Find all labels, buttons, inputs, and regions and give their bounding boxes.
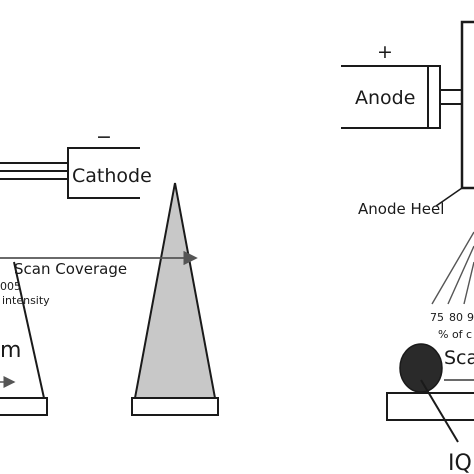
fan-line-9x — [463, 261, 474, 305]
fan-line-75 — [431, 231, 474, 305]
scale-value-80: 80 — [449, 311, 463, 324]
iq-phantom-ball — [399, 343, 443, 393]
partial-m-label: m — [0, 338, 21, 363]
anode-heel-leader — [435, 187, 463, 207]
percent-label: % of c — [438, 328, 472, 341]
cathode-bracket — [67, 147, 140, 199]
anode-sign: + — [377, 41, 393, 63]
cathode-label: Cathode — [72, 165, 152, 187]
fan-line-80 — [447, 245, 474, 305]
anode-heel-label: Anode Heel — [358, 200, 444, 218]
iq-leader — [420, 379, 459, 443]
scan-partial-label: Sca — [444, 347, 474, 369]
cathode-sign: − — [96, 126, 112, 148]
partial-value-label: 005 — [0, 280, 21, 293]
right-panel: + Anode Anode Heel 75 80 9 % of c Sca IQ — [341, 20, 474, 474]
scale-value-75: 75 — [430, 311, 444, 324]
cone-base-platform — [131, 397, 219, 416]
anode-label: Anode — [355, 87, 415, 109]
anode-target — [460, 20, 474, 190]
scale-value-9: 9 — [467, 311, 474, 324]
coverage-diagonal — [13, 261, 45, 399]
partial-intensity-label: intensity — [2, 294, 50, 307]
anode-flange — [427, 65, 441, 129]
scan-coverage-label: Scan Coverage — [14, 260, 127, 278]
iq-partial-label: IQ — [448, 451, 472, 474]
beam-cone — [133, 182, 217, 399]
left-panel: − Cathode Scan Coverage 005 intensity m — [0, 126, 219, 416]
left-base-platform — [0, 397, 48, 416]
